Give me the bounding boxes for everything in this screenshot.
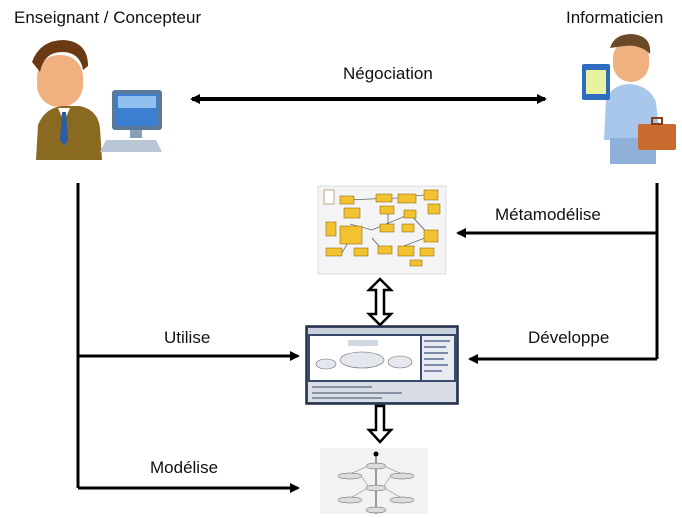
modeling-editor-screenshot-thumbnail — [305, 325, 459, 405]
teacher-label: Enseignant / Concepteur — [14, 8, 202, 27]
model-label: Modélise — [150, 458, 219, 477]
metamodel-class-diagram-thumbnail — [317, 185, 447, 275]
activity-diagram-thumbnail — [320, 448, 428, 514]
conforms-double-arrow — [365, 277, 395, 327]
negotiation-label: Négociation — [343, 64, 433, 83]
use-label: Utilise — [164, 328, 211, 347]
teacher-at-computer-icon — [32, 40, 162, 160]
develop-label: Développe — [528, 328, 610, 347]
developer-with-briefcase-icon — [582, 34, 676, 164]
metamodel-label: Métamodélise — [495, 205, 601, 224]
generates-arrow — [366, 404, 394, 444]
developer-label: Informaticien — [566, 8, 664, 27]
